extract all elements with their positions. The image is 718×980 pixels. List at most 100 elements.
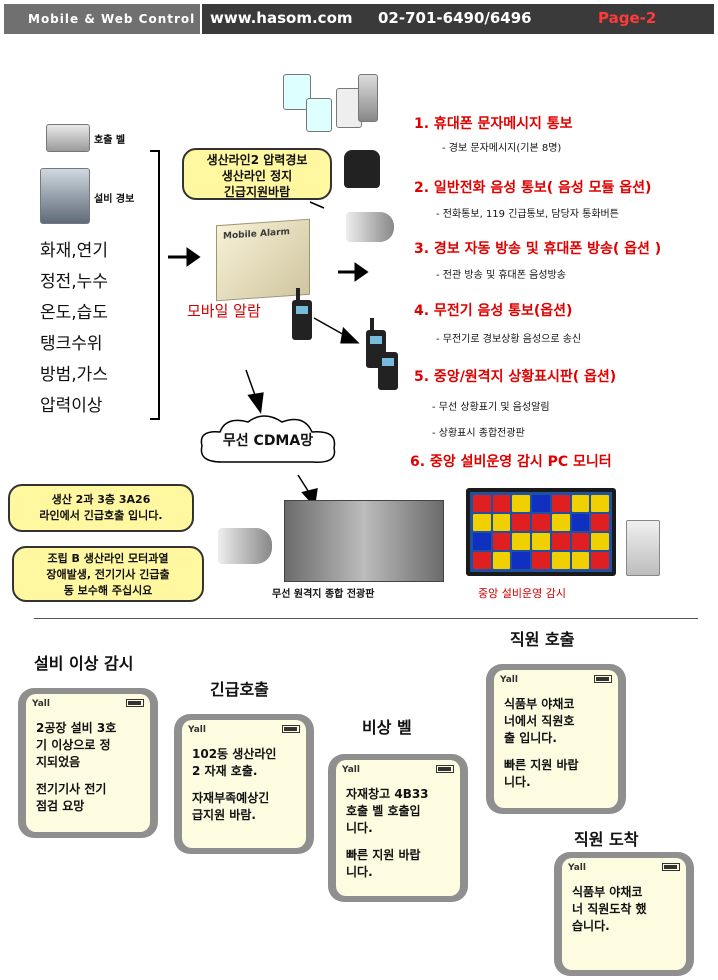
msg-line: 102동 생산라인 bbox=[192, 747, 277, 761]
msg-line: 2공장 설비 3호 bbox=[36, 721, 117, 735]
megaphone-icon bbox=[346, 212, 394, 242]
bubble-line: 생산 2과 3층 3A26 bbox=[51, 493, 151, 506]
mobile-alarm-caption: 모바일 알람 bbox=[187, 302, 261, 320]
signal-icon: Yall bbox=[188, 725, 206, 735]
monitor-tile bbox=[571, 533, 590, 550]
battery-icon bbox=[282, 725, 300, 733]
pc-monitor bbox=[466, 488, 616, 576]
feature-title: 2. 일반전화 음성 통보( 음성 모듈 옵션) bbox=[414, 180, 652, 196]
monitor-tile bbox=[591, 533, 609, 550]
feature-sub: - 경보 문자메시지(기본 8명) bbox=[442, 143, 562, 154]
signal-icon: Yall bbox=[568, 863, 586, 873]
bubble-line: 생산라인 정지 bbox=[221, 169, 293, 183]
signal-icon: Yall bbox=[32, 699, 50, 709]
msg-line: 자재부족예상긴 bbox=[192, 791, 270, 805]
call-bell-label: 호출 벨 bbox=[94, 135, 126, 146]
monitor-tile bbox=[492, 552, 511, 569]
bubble-line: 동 보수해 주십시요 bbox=[63, 584, 153, 597]
monitor-tile bbox=[591, 495, 609, 512]
feature-title: 4. 무전기 음성 통보(옵션) bbox=[414, 303, 573, 319]
alert-speech-bubble: 생산라인2 압력경보 생산라인 정지 긴급지원바람 bbox=[182, 148, 332, 200]
msg-line: 니다. bbox=[504, 775, 531, 789]
phone-title: 직원 도착 bbox=[574, 830, 639, 849]
monitor-tile bbox=[571, 514, 590, 531]
feature-sub: - 상황표시 종합전광판 bbox=[432, 428, 525, 439]
msg-line: 전기기사 전기 bbox=[36, 782, 107, 796]
battery-icon bbox=[662, 863, 680, 871]
monitor-tile bbox=[591, 552, 609, 569]
bubble-line: 라인에서 긴급호출 입니다. bbox=[39, 509, 163, 522]
monitor-tile bbox=[532, 533, 550, 550]
msg-line: 식품부 야채코 bbox=[504, 697, 575, 711]
phone-title: 직원 호출 bbox=[510, 630, 575, 649]
msg-line: 너에서 직원호 bbox=[504, 714, 575, 728]
msg-line: 빠른 지원 바랍 bbox=[504, 758, 579, 772]
equipment-alarm-label: 설비 경보 bbox=[94, 194, 135, 205]
monitor-tile bbox=[532, 514, 550, 531]
monitor-tile bbox=[473, 495, 491, 512]
broadcast-bubble: 생산 2과 3층 3A26 라인에서 긴급호출 입니다. bbox=[8, 484, 194, 532]
monitor-tile bbox=[492, 495, 511, 512]
contact-bar: www.hasom.com 02-701-6490/6496 Page-2 bbox=[202, 4, 714, 34]
computer-icon bbox=[626, 520, 660, 576]
monitor-tile bbox=[551, 533, 570, 550]
bracket-line bbox=[150, 150, 160, 420]
signal-icon: Yall bbox=[500, 675, 518, 685]
feature-sub: - 전화통보, 119 긴급통보, 담당자 통화버튼 bbox=[436, 209, 619, 220]
phone-number: 02-701-6490/6496 bbox=[378, 9, 532, 27]
list-item: 정전,누수 bbox=[40, 272, 108, 292]
msg-line: 니다. bbox=[346, 865, 373, 879]
telephone-icon bbox=[344, 150, 380, 188]
phone-title: 긴급호출 bbox=[210, 680, 269, 699]
feature-sub: - 무전기로 경보상황 음성으로 송신 bbox=[436, 334, 582, 345]
msg-line: 호출 벨 호출입 bbox=[346, 804, 421, 818]
feature-sub: - 전관 방송 및 휴대폰 음성방송 bbox=[436, 270, 566, 281]
monitor-tile bbox=[571, 552, 590, 569]
msg-line: 출 입니다. bbox=[504, 731, 557, 745]
monitor-tile bbox=[473, 552, 491, 569]
monitor-tile bbox=[512, 514, 531, 531]
bubble-line: 생산라인2 압력경보 bbox=[206, 153, 308, 167]
rack-caption: 무선 원격지 종합 전광판 bbox=[272, 589, 375, 600]
msg-line: 점검 요망 bbox=[36, 799, 85, 813]
cloud-icon bbox=[200, 415, 336, 463]
monitor-tile bbox=[591, 514, 609, 531]
msg-line: 식품부 야채코 bbox=[572, 885, 643, 899]
feature-sub: - 무선 상황표기 및 음성알림 bbox=[432, 402, 550, 413]
signal-icon: Yall bbox=[342, 765, 360, 775]
section-divider bbox=[34, 618, 698, 619]
monitor-tile bbox=[532, 495, 550, 512]
msg-line: 지되었음 bbox=[36, 755, 81, 769]
msg-line: 2 자재 호출. bbox=[192, 764, 258, 778]
flow-arrows bbox=[168, 201, 369, 508]
monitor-tile bbox=[512, 495, 531, 512]
feature-title: 1. 휴대폰 문자메시지 통보 bbox=[414, 116, 573, 132]
monitor-tile bbox=[473, 533, 491, 550]
mobile-phone-icon bbox=[358, 74, 378, 122]
feature-title: 5. 중앙/원격지 상황표시판( 옵션) bbox=[414, 369, 617, 385]
bubble-line: 장애발생, 전기기사 긴급출 bbox=[46, 568, 170, 581]
monitor-tile bbox=[551, 514, 570, 531]
brand-label: Mobile & Web Control bbox=[4, 4, 200, 34]
monitor-tile bbox=[512, 552, 531, 569]
monitor-tile bbox=[532, 552, 550, 569]
monitor-caption: 중앙 설비운영 감시 bbox=[478, 587, 566, 600]
walkie-talkie-icon bbox=[292, 288, 312, 340]
msg-line: 니다. bbox=[346, 821, 373, 835]
phone-image-icon bbox=[306, 98, 332, 132]
bubble-line: 긴급지원바람 bbox=[223, 185, 291, 199]
website-link[interactable]: www.hasom.com bbox=[210, 9, 353, 27]
page-number: Page-2 bbox=[598, 9, 657, 27]
display-board-rack bbox=[284, 500, 444, 582]
